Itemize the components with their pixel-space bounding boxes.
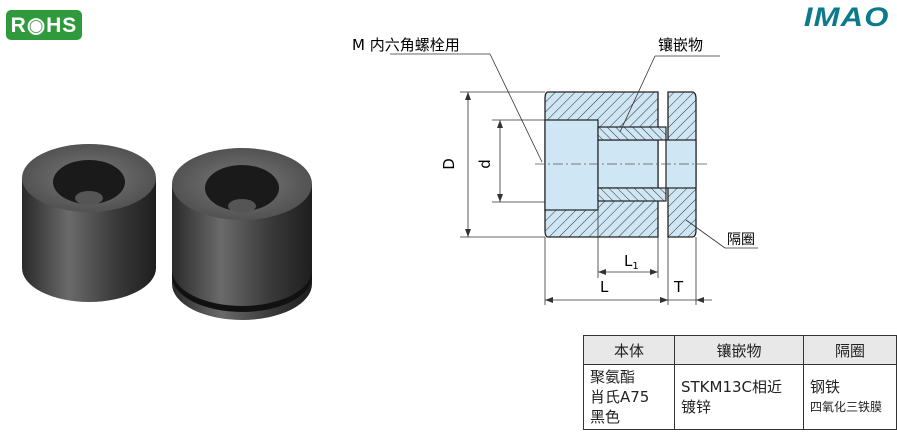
insert-leader (619, 55, 656, 133)
spacer-leader (685, 219, 726, 249)
product-photo (22, 144, 312, 320)
dim-L-label: L (600, 278, 609, 296)
spacer-section (665, 91, 697, 238)
dim-d-label: d (476, 159, 494, 169)
cell-spacer-material: 钢铁 四氧化三铁膜 (803, 364, 897, 430)
table-row: 聚氨酯 肖氏A75 黑色 STKM13C相近 镀锌 钢铁 四氧化三铁膜 (583, 364, 897, 430)
insert-section (597, 126, 667, 202)
technical-drawing: D d M 内六角螺栓用 镶嵌物 隔圈 L1 L T (352, 36, 758, 305)
cell-body-material: 聚氨酯 肖氏A75 黑色 (583, 364, 675, 430)
header-body: 本体 (583, 335, 675, 365)
material-table: 本体 镶嵌物 隔圈 聚氨酯 肖氏A75 黑色 STKM13C相近 镀锌 钢铁 四… (583, 335, 897, 430)
cell-insert-material: STKM13C相近 镀锌 (674, 364, 804, 430)
rohs-badge: R◉HS (6, 10, 82, 40)
table-header-row: 本体 镶嵌物 隔圈 (583, 335, 897, 365)
dim-L1-label: L1 (624, 252, 639, 272)
dim-D-label: D (440, 158, 458, 170)
body-section (544, 91, 659, 238)
header-insert: 镶嵌物 (674, 335, 804, 365)
bolt-leader (489, 53, 543, 163)
dim-T-label: T (673, 278, 684, 296)
bumper-left (22, 144, 156, 302)
bumper-right (172, 148, 312, 320)
imao-logo: IMAO (803, 2, 889, 32)
insert-label: 镶嵌物 (658, 36, 703, 54)
header-spacer: 隔圈 (803, 335, 897, 365)
spacer-label: 隔圈 (727, 232, 755, 248)
bolt-label: M 内六角螺栓用 (352, 36, 460, 54)
